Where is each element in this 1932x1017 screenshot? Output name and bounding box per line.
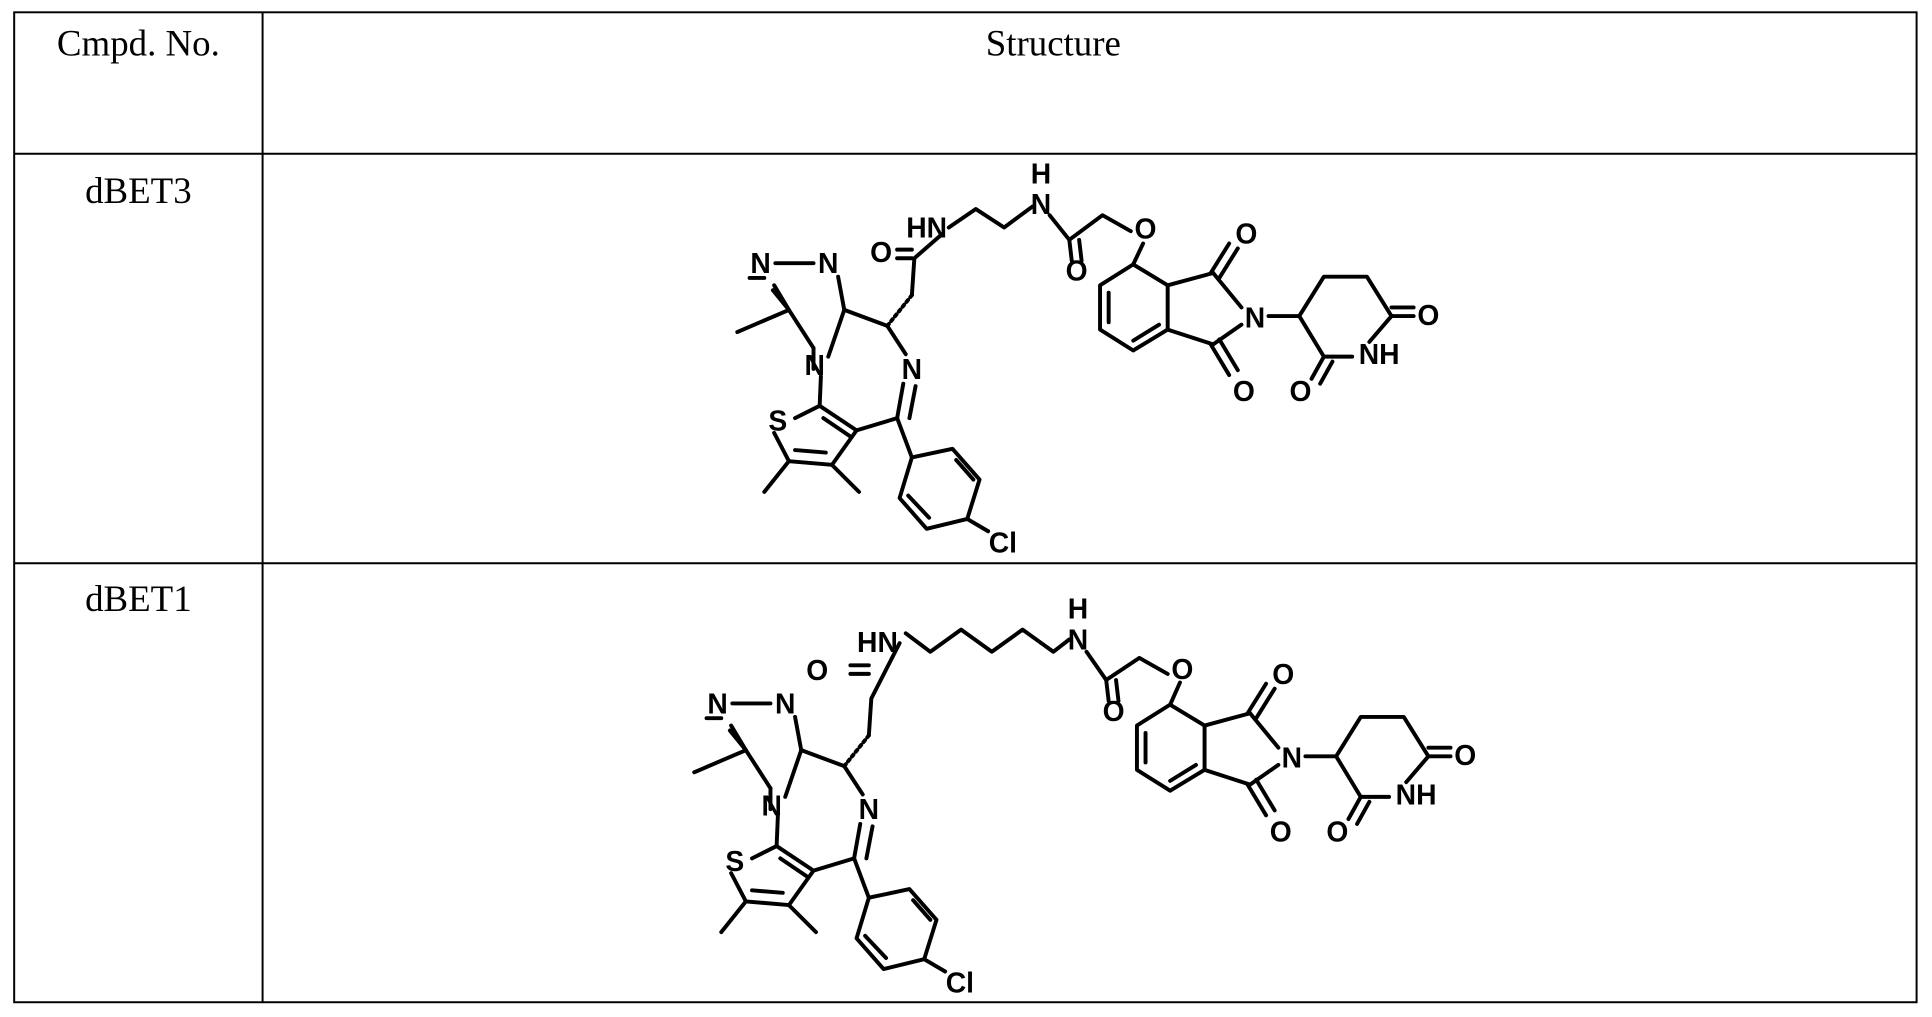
header-structure: Structure [986,22,1121,63]
atom-label: O [1171,653,1193,685]
atom-label: H [1068,593,1088,625]
compound-name-dbet3: dBET3 [85,170,192,211]
atom-label: O [806,654,828,686]
structure-dbet3: O HN N H O O [737,157,1439,558]
atom-label: O [1066,255,1088,287]
atom-label: O [1135,213,1157,245]
compound-name-dbet1: dBET1 [85,578,192,619]
atom-label: O [870,236,892,268]
structure-dbet1: O HN N H O O [694,593,1476,999]
atom-label: H [1031,157,1051,189]
table-grid [14,12,1916,1002]
atom-label: N [1068,623,1088,655]
atom-label: HN [906,212,947,244]
header-compound-number: Cmpd. No. [57,22,220,63]
atom-label: HN [857,626,898,658]
atom-label: N [1031,188,1051,220]
atom-label: O [1103,695,1125,727]
